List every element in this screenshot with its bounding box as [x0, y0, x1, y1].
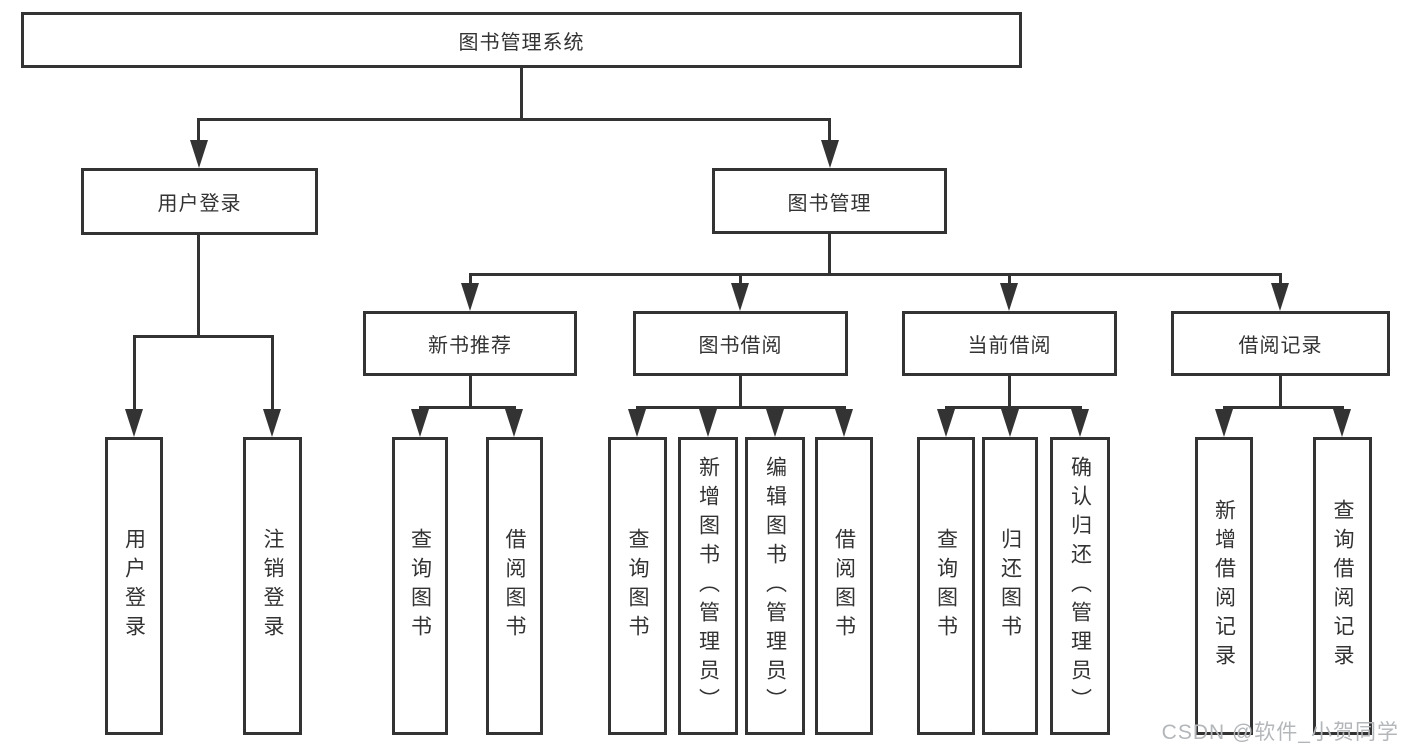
connector-stub-book-management: [828, 233, 831, 276]
node-label: 用户登录: [157, 193, 242, 215]
connector-stub-borrowing-records: [1279, 376, 1282, 409]
leaf-label: 查询图书: [408, 528, 432, 644]
node-label: 当前借阅: [967, 335, 1052, 357]
csdn-watermark: CSDN @软件_小贺同学: [1161, 721, 1399, 744]
node-borrowing-records: 借阅记录: [1171, 311, 1390, 376]
leaf-borrowing-borrow-books: 借阅图书: [815, 437, 873, 735]
connector-stub-root: [520, 67, 523, 118]
leaf-records-query-record: 查询借阅记录: [1313, 437, 1372, 735]
connector-drop-current-borrowing: [1008, 273, 1011, 283]
arrowhead-current-query: [937, 409, 955, 437]
arrowhead-new-book-recommend: [461, 283, 479, 311]
leaf-newbooks-query-books: 查询图书: [392, 437, 448, 735]
node-new-book-recommend: 新书推荐: [363, 311, 577, 376]
node-label: 图书借阅: [698, 335, 783, 357]
leaf-borrowing-add-books-admin: 新增图书（管理员）: [678, 437, 738, 735]
node-book-borrowing: 图书借阅: [633, 311, 848, 376]
leaf-user-login: 用户登录: [105, 437, 163, 735]
arrowhead-records-add: [1215, 409, 1233, 437]
arrowhead-leaf-logout: [263, 409, 281, 437]
leaf-label: 借阅图书: [832, 528, 856, 644]
leaf-label: 注销登录: [261, 528, 284, 644]
leaf-label: 确认归还（管理员）: [1068, 455, 1092, 717]
leaf-borrowing-edit-books-admin: 编辑图书（管理员）: [745, 437, 805, 735]
leaf-label: 查询图书: [934, 528, 958, 644]
leaf-label: 新增图书（管理员）: [696, 455, 720, 717]
node-book-management: 图书管理: [712, 168, 947, 234]
leaf-current-confirm-return-admin: 确认归还（管理员）: [1050, 437, 1110, 735]
node-label: 图书管理: [787, 192, 872, 215]
arrowhead-user-login: [190, 140, 208, 168]
arrowhead-leaf-user-login: [125, 409, 143, 437]
connector-bus-borrowing-records: [1223, 406, 1344, 409]
connector-stub-new-book-recommend: [469, 376, 472, 409]
connector-bus-root: [197, 118, 831, 121]
arrowhead-current-return: [1001, 409, 1019, 437]
connector-stub-current-borrowing: [1008, 376, 1011, 409]
leaf-label: 查询借阅记录: [1331, 499, 1354, 673]
arrowhead-borrowing-edit: [766, 409, 784, 437]
leaf-records-add-record: 新增借阅记录: [1195, 437, 1253, 735]
leaf-label: 借阅图书: [503, 528, 526, 644]
connector-drop-book-management: [828, 118, 831, 140]
connector-drop-book-borrowing: [739, 273, 742, 283]
connector-bus-current-borrowing: [945, 406, 1082, 409]
arrowhead-borrowing-records: [1271, 283, 1289, 311]
arrowhead-borrowing-query: [628, 409, 646, 437]
connector-drop-user-login: [197, 118, 200, 140]
leaf-logout: 注销登录: [243, 437, 302, 735]
connector-drop-leaf-logout: [271, 335, 274, 409]
leaf-label: 新增借阅记录: [1212, 499, 1236, 673]
connector-drop-leaf-user-login: [133, 335, 136, 409]
arrowhead-borrowing-borrow: [835, 409, 853, 437]
arrowhead-current-borrowing: [1000, 283, 1018, 311]
leaf-label: 查询图书: [626, 528, 649, 644]
leaf-current-query-books: 查询图书: [917, 437, 975, 735]
node-user-login: 用户登录: [81, 168, 318, 235]
arrowhead-borrowing-add: [699, 409, 717, 437]
connector-drop-borrowing-records: [1279, 273, 1282, 283]
node-label: 新书推荐: [428, 335, 512, 357]
leaf-label: 归还图书: [998, 528, 1022, 644]
leaf-label: 用户登录: [122, 528, 146, 644]
arrowhead-book-management: [821, 140, 839, 168]
node-label: 借阅记录: [1238, 335, 1323, 357]
node-current-borrowing: 当前借阅: [902, 311, 1117, 376]
arrowhead-newbooks-query: [411, 409, 429, 437]
arrowhead-book-borrowing: [731, 283, 749, 311]
arrowhead-current-confirm: [1071, 409, 1089, 437]
leaf-borrowing-query-books: 查询图书: [608, 437, 667, 735]
leaf-label: 编辑图书（管理员）: [763, 455, 787, 717]
leaf-newbooks-borrow-books: 借阅图书: [486, 437, 543, 735]
arrowhead-newbooks-borrow: [505, 409, 523, 437]
connector-stub-book-borrowing: [739, 376, 742, 409]
connector-drop-new-book-recommend: [469, 273, 472, 283]
connector-bus-book-management: [469, 273, 1282, 276]
arrowhead-records-query: [1333, 409, 1351, 437]
connector-bus-new-book-recommend: [419, 406, 516, 409]
connector-bus-book-borrowing: [636, 406, 846, 409]
connector-bus-user-login: [133, 335, 274, 338]
node-library-management-system: 图书管理系统: [21, 12, 1022, 68]
node-label: 图书管理系统: [458, 31, 585, 54]
leaf-current-return-books: 归还图书: [982, 437, 1038, 735]
connector-stub-user-login: [197, 235, 200, 338]
